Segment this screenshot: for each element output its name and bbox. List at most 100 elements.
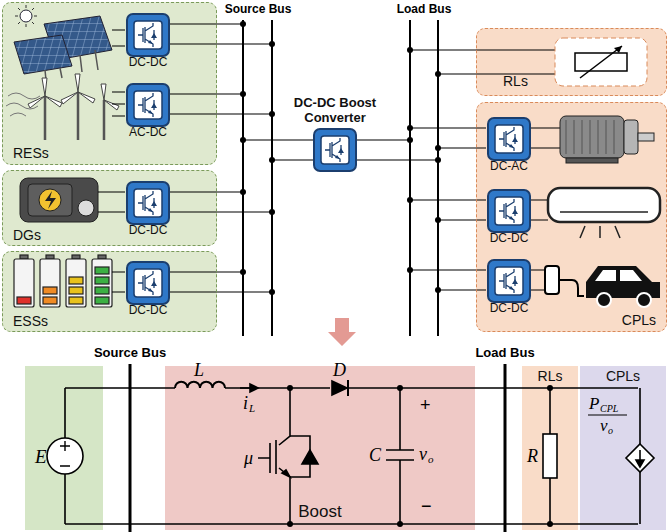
diesel-generator xyxy=(20,178,125,222)
converter-box: AC-DC xyxy=(126,83,170,127)
solar-array xyxy=(14,35,72,74)
junction-dots xyxy=(269,157,275,163)
down-arrow xyxy=(328,318,356,346)
switch-icon xyxy=(148,281,157,292)
circuit xyxy=(47,364,654,532)
switch-icon xyxy=(495,197,523,225)
batteries xyxy=(14,259,34,307)
converter-box: DC-AC xyxy=(487,117,531,161)
switch-icon xyxy=(495,267,523,295)
junction-dots xyxy=(269,41,275,47)
diesel-generator xyxy=(28,184,72,216)
circuit xyxy=(636,460,644,467)
circuit-dots xyxy=(287,521,293,527)
symbol-label: P xyxy=(589,395,599,412)
circuit xyxy=(639,388,641,524)
switch-icon xyxy=(335,148,344,159)
variable-resistor xyxy=(580,46,622,78)
junction-dots xyxy=(269,111,275,117)
switch-icon xyxy=(134,91,162,119)
circuit xyxy=(347,380,349,396)
switch-icon xyxy=(128,85,168,125)
motor xyxy=(638,133,654,141)
batteries xyxy=(43,297,57,304)
source-band xyxy=(25,366,103,530)
switch-icon xyxy=(148,103,157,114)
band-fill xyxy=(522,366,578,530)
panel-fill xyxy=(2,170,217,246)
junction-dots xyxy=(407,197,413,203)
group-label: RLs xyxy=(538,368,563,384)
group-label: CPLs xyxy=(606,368,640,384)
band-fill xyxy=(580,366,666,530)
diesel-generator xyxy=(39,189,61,211)
panel-fill xyxy=(2,2,217,165)
electric-car xyxy=(545,266,559,294)
switch-icon xyxy=(134,189,162,217)
converter-label: AC-DC xyxy=(129,126,167,140)
circuit xyxy=(250,384,258,392)
air-conditioner xyxy=(530,200,548,220)
group-label: CPLs xyxy=(622,312,656,328)
circuit xyxy=(332,381,347,395)
junction-dots xyxy=(435,287,441,293)
symbol-label: + xyxy=(420,396,431,414)
junction-dots xyxy=(269,289,275,295)
junction-dots xyxy=(407,137,413,143)
motor xyxy=(624,120,638,154)
converter-box: DC-DC xyxy=(487,189,531,233)
bus-label: Source Bus xyxy=(94,346,166,359)
junction-dots xyxy=(269,209,275,215)
junction-dots xyxy=(435,217,441,223)
switch-icon xyxy=(128,15,168,55)
switch-icon xyxy=(489,119,529,159)
junction-dots xyxy=(435,71,441,77)
symbol-label: CPL xyxy=(600,404,618,414)
circuit-dots xyxy=(287,385,553,527)
symbol-label: o xyxy=(608,426,613,436)
converter-box: DC-DC xyxy=(487,259,531,303)
wires xyxy=(169,272,272,292)
wind-turbines xyxy=(112,92,125,116)
symbol-label: L xyxy=(249,403,255,414)
converter-box: DC-DC xyxy=(126,261,170,305)
load-panel: RLs xyxy=(476,28,667,96)
group-label: Boost xyxy=(298,502,341,522)
wires xyxy=(169,94,272,114)
batteries xyxy=(92,259,112,307)
converter-label: DC-DC xyxy=(129,224,168,238)
bus-lines xyxy=(243,20,438,336)
circuit-dots xyxy=(547,385,553,391)
electric-car xyxy=(530,270,545,290)
junction-dots xyxy=(407,47,413,53)
circuit xyxy=(282,470,290,477)
converter-label: DC-DC xyxy=(129,304,168,318)
switch-icon xyxy=(128,183,168,223)
circuit xyxy=(626,444,654,472)
symbol-label: R xyxy=(527,447,538,465)
wind-turbines xyxy=(28,78,62,108)
air-conditioner xyxy=(530,188,660,238)
circuit-dots xyxy=(547,521,553,527)
circuit xyxy=(588,414,627,415)
batteries xyxy=(69,297,83,304)
circuit xyxy=(175,382,225,388)
batteries xyxy=(69,277,83,284)
source-panel: DGsDC-DC xyxy=(2,170,217,246)
bus-label: Load Bus xyxy=(397,3,452,15)
motor xyxy=(530,116,654,163)
switch-icon xyxy=(489,261,529,301)
wires xyxy=(410,200,486,220)
wires xyxy=(169,24,272,44)
batteries xyxy=(95,267,109,274)
variable-resistor xyxy=(614,46,622,53)
variable-resistor xyxy=(555,38,647,86)
electric-car xyxy=(597,293,611,307)
group-label: RESs xyxy=(13,145,49,161)
wires xyxy=(410,50,555,74)
bus-lines xyxy=(243,20,438,336)
batteries xyxy=(14,255,125,307)
switch-icon xyxy=(148,33,157,44)
source-panel: ESSsDC-DC xyxy=(2,251,217,332)
